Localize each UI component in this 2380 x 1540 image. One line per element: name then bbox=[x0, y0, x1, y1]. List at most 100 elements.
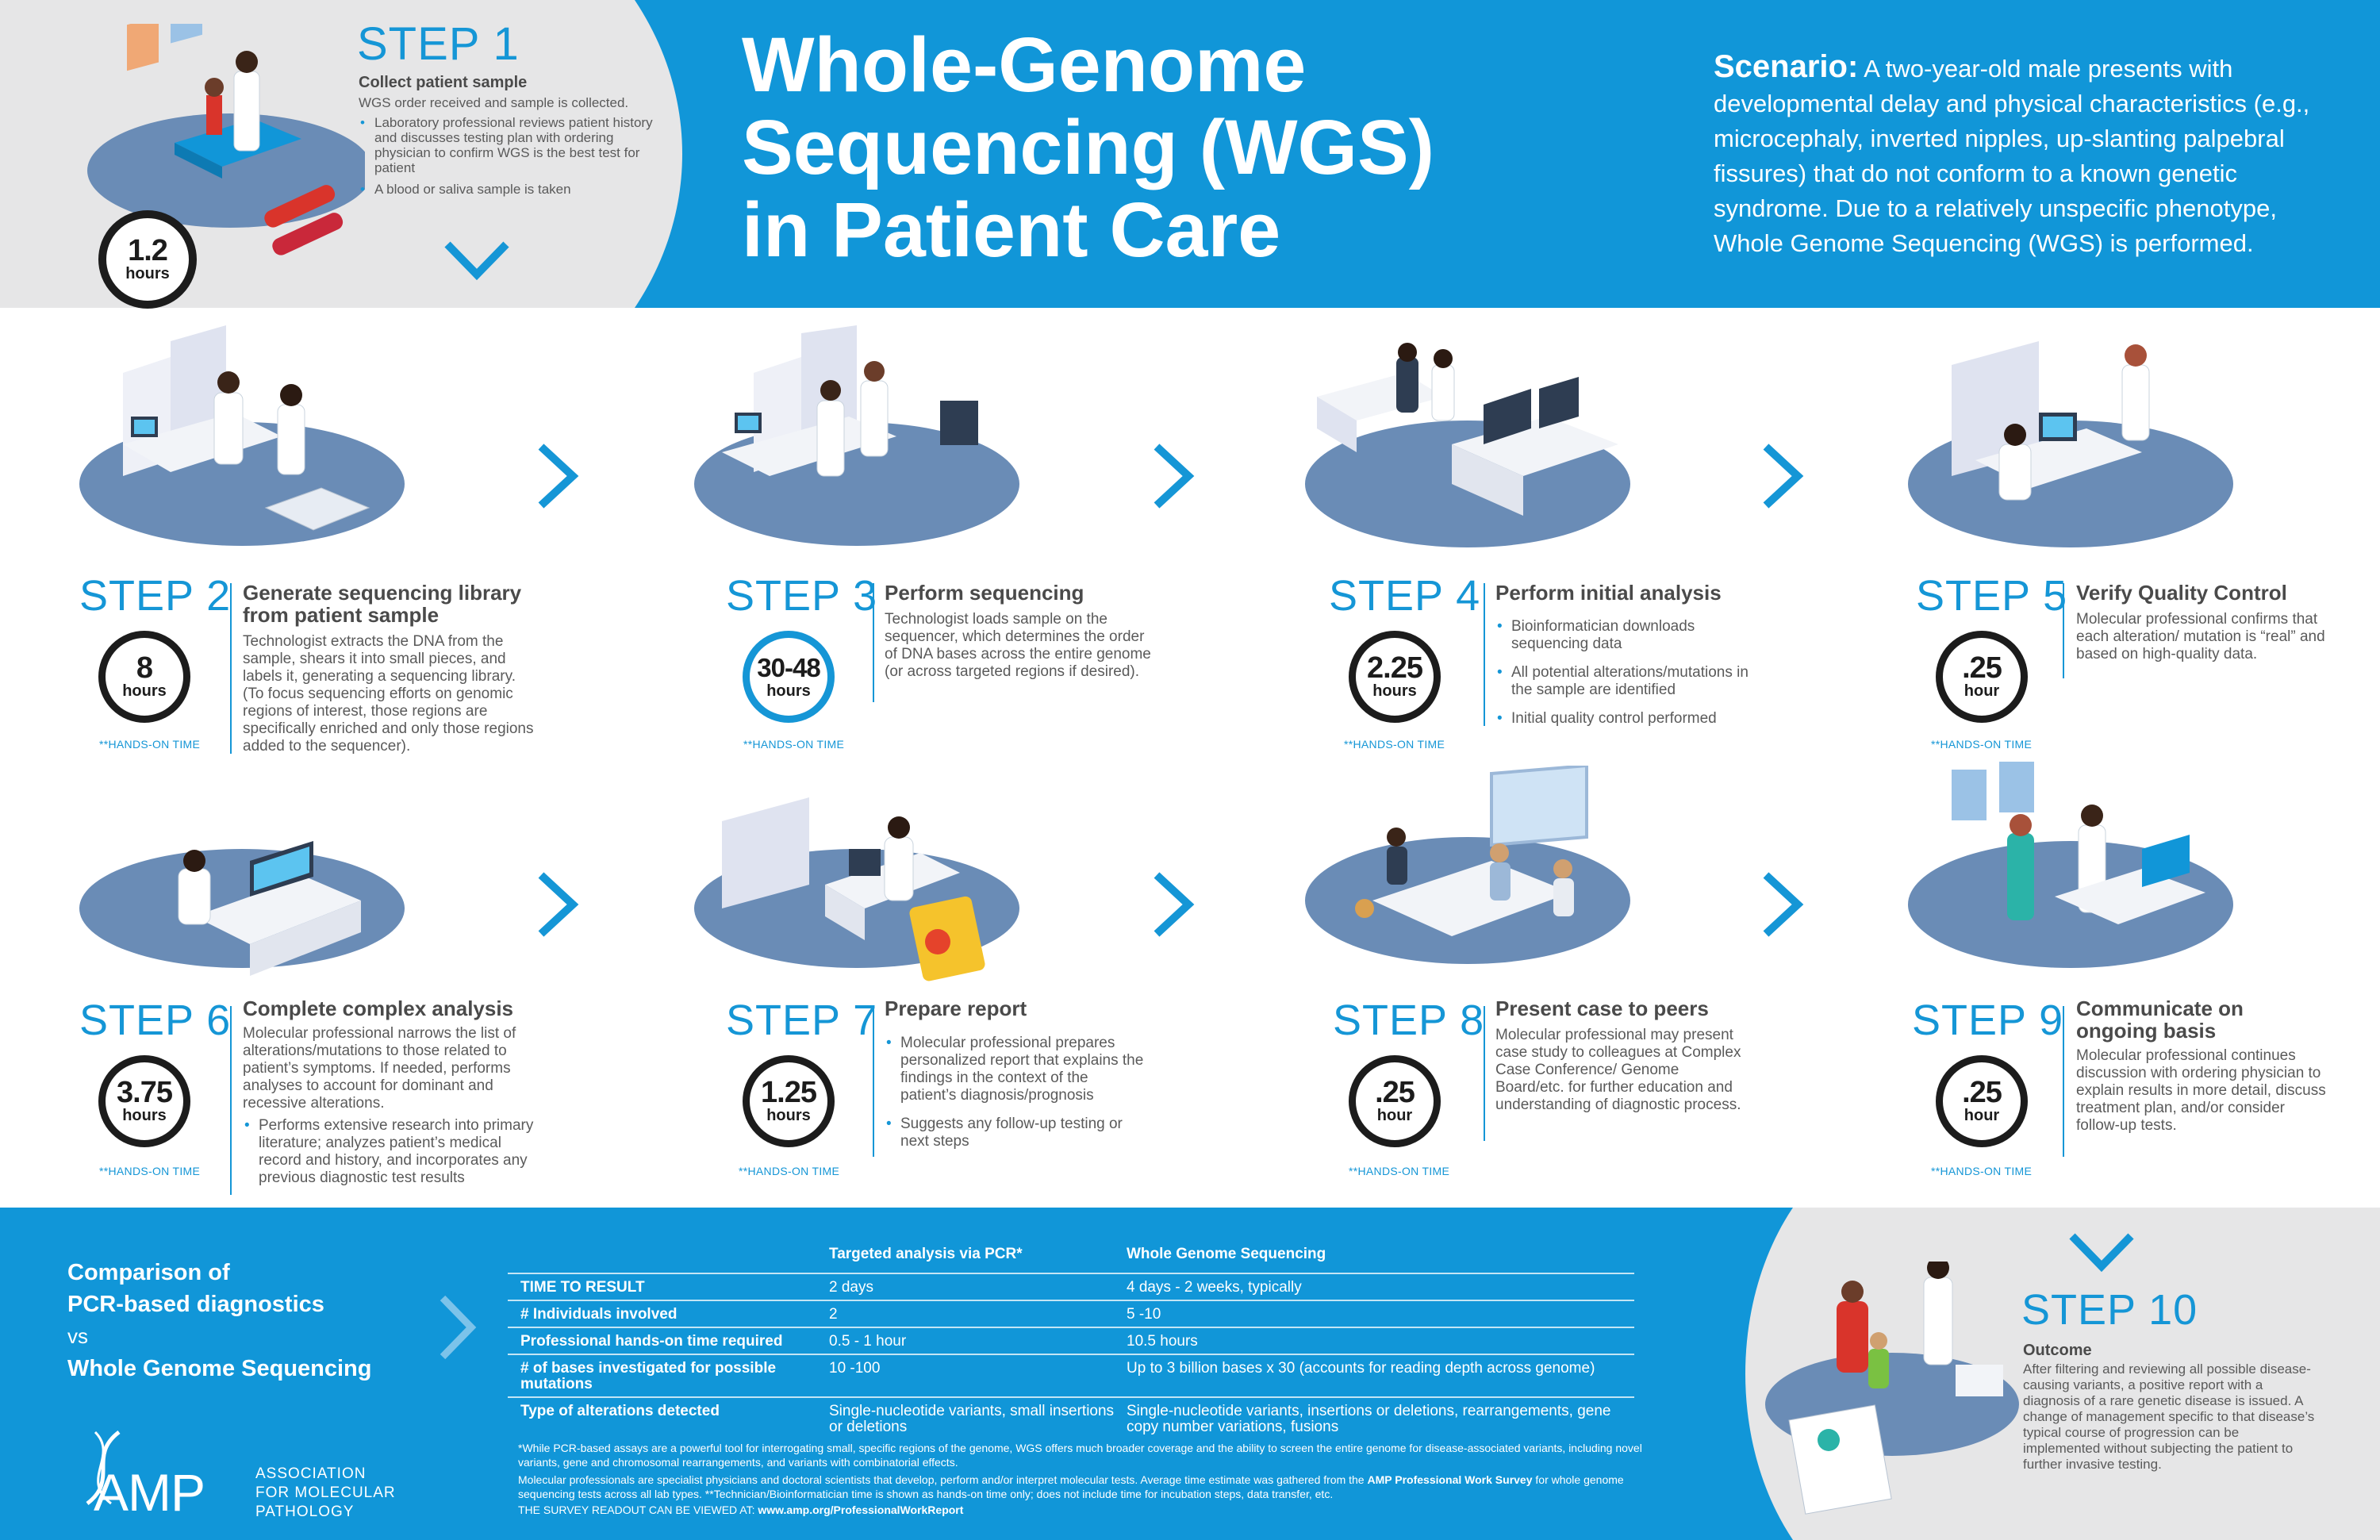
row-wgs-value: 5 -10 bbox=[1127, 1300, 1634, 1327]
step7-timer: 1.25 hours bbox=[743, 1055, 835, 1147]
row-wgs-value: 4 days - 2 weeks, typically bbox=[1127, 1273, 1634, 1300]
step4-hands-on-label: **HANDS-ON TIME bbox=[1344, 738, 1445, 751]
step7-divider bbox=[873, 1006, 874, 1157]
chevron-down-icon bbox=[2069, 1233, 2134, 1273]
table-header-wgs: Whole Genome Sequencing bbox=[1127, 1246, 1326, 1262]
step3-time-unit: hours bbox=[766, 682, 811, 700]
chevron-right-icon bbox=[440, 1295, 477, 1360]
step8-title: Present case to peers bbox=[1495, 997, 1709, 1020]
step1-time-unit: hours bbox=[125, 265, 170, 282]
step7-illustration bbox=[694, 797, 1019, 981]
step7-hands-on-label: **HANDS-ON TIME bbox=[739, 1165, 840, 1177]
comparison-footnotes: *While PCR-based assays are a powerful t… bbox=[518, 1441, 1645, 1517]
step5-time-value: .25 bbox=[1962, 651, 2002, 685]
step4-illustration bbox=[1305, 343, 1630, 547]
step4-time-unit: hours bbox=[1372, 682, 1417, 700]
chevron-right-icon bbox=[538, 872, 579, 937]
step3-illustration bbox=[694, 325, 1019, 546]
step10-title: Outcome bbox=[2023, 1342, 2092, 1359]
step7-time-value: 1.25 bbox=[761, 1076, 817, 1109]
step1-bullet: A blood or saliva sample is taken bbox=[359, 182, 660, 197]
step2-title: Generate sequencing library from patient… bbox=[243, 581, 522, 627]
footnote-hands-on-note: **Technician/Bioinformatician time is sh… bbox=[704, 1488, 1334, 1500]
step9-description: Molecular professional continues discuss… bbox=[2076, 1047, 2326, 1134]
table-header-pcr: Targeted analysis via PCR* bbox=[829, 1246, 1023, 1262]
step2-time-unit: hours bbox=[122, 682, 167, 700]
step6-bullet-list: Performs extensive research into primary… bbox=[243, 1117, 536, 1187]
scenario-text: Scenario: A two-year-old male presents w… bbox=[1714, 49, 2340, 261]
row-pcr-value: 2 days bbox=[829, 1273, 1127, 1300]
step2-timer: 8 hours bbox=[98, 631, 190, 723]
step4-bullet-list: Bioinformatician downloads sequencing da… bbox=[1495, 618, 1757, 728]
row-wgs-value: Single-nucleotide variants, insertions o… bbox=[1127, 1396, 1634, 1439]
amp-name-line2: FOR MOLECULAR bbox=[255, 1484, 396, 1501]
chevron-right-icon bbox=[1763, 444, 1804, 509]
step2-hands-on-label: **HANDS-ON TIME bbox=[99, 738, 201, 751]
step9-illustration bbox=[1908, 762, 2233, 968]
comparison-table: Targeted analysis via PCR* Whole Genome … bbox=[508, 1246, 1634, 1439]
step4-label: STEP 4 bbox=[1329, 572, 1481, 620]
step3-label: STEP 3 bbox=[726, 572, 878, 620]
footnote-survey-name: AMP Professional Work Survey bbox=[1367, 1473, 1533, 1486]
step6-illustration bbox=[79, 841, 405, 976]
step3-hands-on-label: **HANDS-ON TIME bbox=[743, 738, 845, 751]
step3-title: Perform sequencing bbox=[885, 581, 1084, 605]
footnote-pcr: *While PCR-based assays are a powerful t… bbox=[518, 1442, 1642, 1469]
step5-hands-on-label: **HANDS-ON TIME bbox=[1931, 738, 2033, 751]
survey-report-link[interactable]: www.amp.org/ProfessionalWorkReport bbox=[758, 1504, 964, 1516]
step1-timer: 1.2 hours bbox=[98, 210, 197, 309]
chevron-right-icon bbox=[1154, 872, 1195, 937]
row-pcr-value: 0.5 - 1 hour bbox=[829, 1327, 1127, 1354]
chevron-right-icon bbox=[1154, 444, 1195, 509]
comparison-title-line3: Whole Genome Sequencing bbox=[67, 1356, 372, 1381]
step10-description: After filtering and reviewing all possib… bbox=[2023, 1361, 2315, 1472]
step6-time-value: 3.75 bbox=[117, 1076, 173, 1109]
step2-time-value: 8 bbox=[136, 651, 153, 685]
step10-illustration bbox=[1765, 1262, 2019, 1515]
step8-description: Molecular professional may present case … bbox=[1495, 1027, 1741, 1113]
step9-label: STEP 9 bbox=[1912, 997, 2064, 1044]
footnote-methodology-text: Molecular professionals are specialist p… bbox=[518, 1473, 1368, 1486]
step7-bullet-list: Molecular professional prepares personal… bbox=[885, 1035, 1146, 1150]
row-label: # Individuals involved bbox=[508, 1300, 829, 1327]
table-header-blank bbox=[508, 1246, 829, 1273]
step2-label: STEP 2 bbox=[79, 572, 232, 620]
step7-time-unit: hours bbox=[766, 1107, 811, 1124]
step5-title: Verify Quality Control bbox=[2076, 581, 2287, 605]
step9-timer: .25 hour bbox=[1936, 1055, 2028, 1147]
step6-timer: 3.75 hours bbox=[98, 1055, 190, 1147]
row-pcr-value: 10 -100 bbox=[829, 1354, 1127, 1397]
step5-timer: .25 hour bbox=[1936, 631, 2028, 723]
step4-divider bbox=[1484, 583, 1485, 726]
step2-divider bbox=[230, 583, 232, 754]
step7-label: STEP 7 bbox=[726, 997, 878, 1044]
row-pcr-value: Single-nucleotide variants, small insert… bbox=[829, 1396, 1127, 1439]
step4-timer: 2.25 hours bbox=[1349, 631, 1441, 723]
step1-title: Collect patient sample bbox=[359, 74, 528, 91]
footnote-survey-label: THE SURVEY READOUT CAN BE VIEWED AT: bbox=[518, 1504, 758, 1516]
row-pcr-value: 2 bbox=[829, 1300, 1127, 1327]
step1-time-value: 1.2 bbox=[128, 234, 168, 267]
table-row: # of bases investigated for possible mut… bbox=[508, 1354, 1634, 1397]
step1-bullet-list: Laboratory professional reviews patient … bbox=[359, 115, 660, 197]
step4-bullet: Initial quality control performed bbox=[1495, 710, 1757, 728]
scenario-body: A two-year-old male presents with develo… bbox=[1714, 55, 2310, 257]
step4-bullet: All potential alterations/mutations in t… bbox=[1495, 664, 1757, 699]
step6-time-unit: hours bbox=[122, 1107, 167, 1124]
table-row: Type of alterations detected Single-nucl… bbox=[508, 1396, 1634, 1439]
step1-description: WGS order received and sample is collect… bbox=[359, 95, 660, 208]
chevron-right-icon bbox=[1763, 872, 1804, 937]
table-row: TIME TO RESULT 2 days 4 days - 2 weeks, … bbox=[508, 1273, 1634, 1300]
amp-name-line3: PATHOLOGY bbox=[255, 1504, 355, 1520]
step7-bullet: Suggests any follow-up testing or next s… bbox=[885, 1116, 1146, 1150]
step4-time-value: 2.25 bbox=[1367, 651, 1423, 685]
step9-title: Communicate on ongoing basis bbox=[2076, 997, 2244, 1043]
amp-name-line1: ASSOCIATION bbox=[255, 1465, 367, 1482]
comparison-title-line1: Comparison of bbox=[67, 1260, 230, 1285]
step7-bullet: Molecular professional prepares personal… bbox=[885, 1035, 1146, 1104]
amp-wordmark: AMP bbox=[94, 1463, 205, 1522]
step8-time-value: .25 bbox=[1375, 1076, 1415, 1109]
footnote-methodology: Molecular professionals are specialist p… bbox=[518, 1473, 1645, 1501]
step3-divider bbox=[873, 583, 874, 702]
scenario-label: Scenario: bbox=[1714, 49, 1859, 84]
